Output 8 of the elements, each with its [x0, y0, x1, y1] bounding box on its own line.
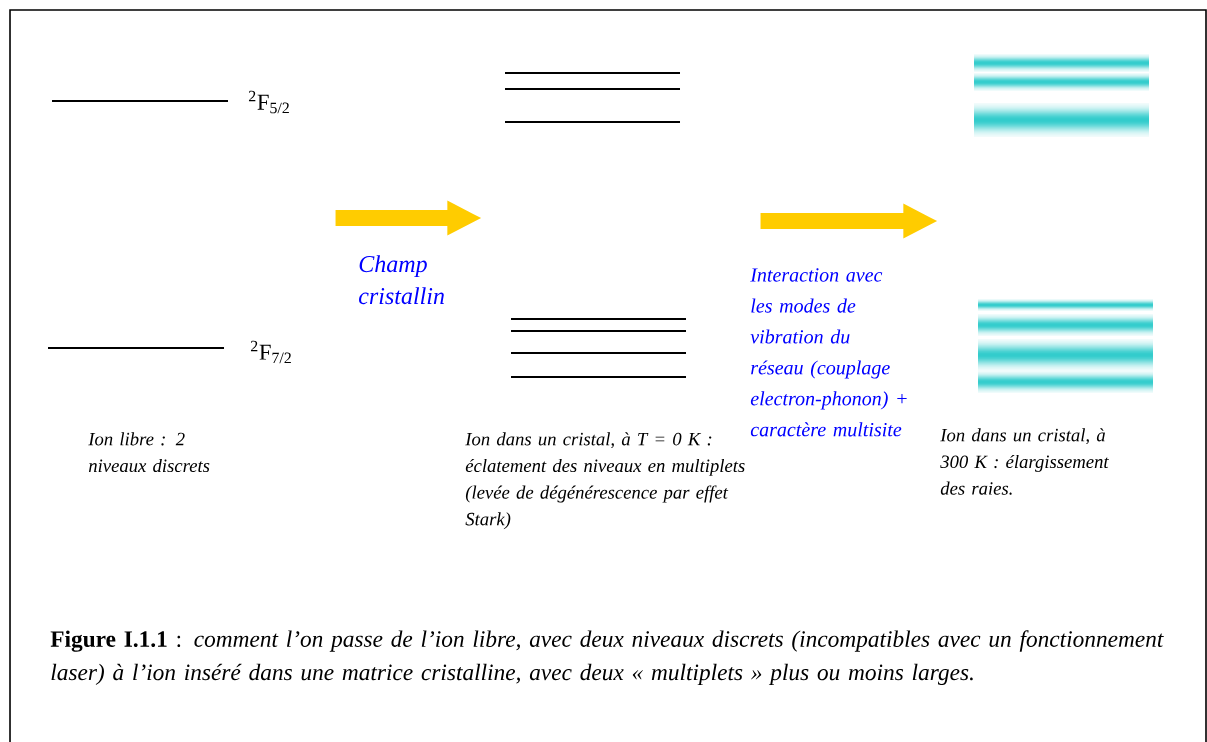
- level-label: $^{2}$F$_{7/2}$: [250, 340, 291, 364]
- level-label: $^{2}$F$_{5/2}$: [248, 90, 289, 114]
- figure-caption: Figure I.1.1 : comment l’on passe de l’ion libre, avec deux niveaux discrets (incompatibles avec un fonctionnement laser) à l’ion inséré dans une matrice cristalline, avec deux « multiplets » plus ou moins larges.: [50, 630, 1164, 685]
- level-caption: Ion dans un cristal, à T = 0 K : éclatement des niveaux en multiplets (levée de dégénérescence par effet Stark): [465, 432, 745, 530]
- edge-label: Interaction avec les modes de vibration du réseau (couplage electron-phonon) + caractère multisite: [750, 268, 907, 437]
- level-caption: Ion dans un cristal, à 300 K : élargissement des raies.: [940, 428, 1109, 495]
- edge-label: Champ cristallin: [359, 255, 444, 305]
- level-caption: Ion libre : 2 niveaux discrets: [88, 432, 210, 473]
